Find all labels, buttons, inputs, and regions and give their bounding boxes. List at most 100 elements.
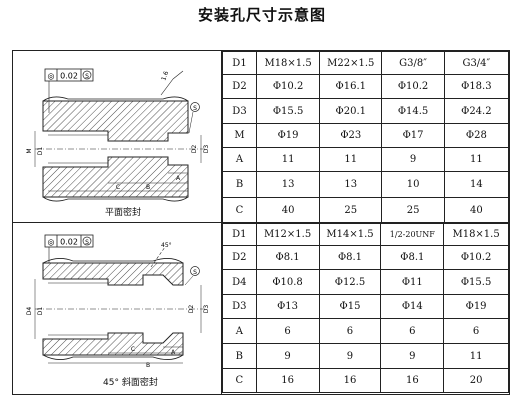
bevel-seal-caption: 45° 斜面密封 [103,378,158,388]
table-cell: Φ8.1 [318,245,382,270]
row-label: D1 [222,223,257,246]
row-label: M [222,123,257,148]
table-cell: Φ14.5 [381,98,445,124]
table-cell: Φ8.1 [380,245,445,270]
table-cell: Φ19 [443,294,509,319]
table-cell: 16 [318,368,382,393]
surface-mark-s: S [193,105,197,112]
table-cell: Φ13 [255,294,320,319]
table-cell: Φ19 [255,123,321,148]
tolerance-datum-2: S [85,239,89,246]
dim-d1: D1 [37,147,44,156]
table-cell: 9 [318,343,382,369]
table-cell: 16 [380,368,445,393]
dim-d4: D4 [26,307,33,316]
table-cell: Φ8.1 [255,245,320,270]
table-cell: 25 [319,197,383,223]
table-cell: Φ11 [380,269,445,295]
table-cell: 13 [255,171,321,198]
table-cell: 9 [380,343,445,369]
table-cell: Φ24.2 [443,98,510,124]
table-cell: 6 [443,318,509,344]
table-cell: 6 [318,318,382,344]
table-cell: 11 [255,147,321,172]
row-label: A [222,147,257,172]
table-cell: Φ17 [381,123,445,148]
table-cell: Φ10.2 [381,74,445,99]
table-cell: 10 [381,171,445,198]
table-cell: G3/4″ [443,51,510,75]
table-cell: Φ10.2 [443,245,509,270]
tolerance-value-2: 0.02 [60,238,78,247]
table-cell: Φ23 [319,123,383,148]
tolerance-datum: S [85,73,89,80]
table-cell: M18×1.5 [443,223,509,246]
table-cell: Φ15 [318,294,382,319]
row-label: B [222,171,257,198]
dim-b: B [146,184,150,191]
dim-d3: D3 [203,145,210,154]
dim-d1-2: D1 [37,307,44,316]
upper-body-section-2 [42,262,184,286]
table-cell: 25 [381,197,445,223]
table-cell: Φ28 [443,123,510,148]
table-cell: 14 [443,171,510,198]
table-cell: 20 [443,368,509,393]
dim-a: A [176,175,181,182]
table-cell: Φ14 [380,294,445,319]
dim-b-2: B [146,362,150,369]
tolerance-frame-2: ◎ 0.02 S [44,234,94,263]
dim-d2-2: D2 [188,305,195,314]
flat-seal-caption: 平面密封 [105,208,142,218]
row-label: D1 [222,51,257,75]
table-cell: 6 [255,318,320,344]
flat-seal-diagram: ◎ 0.02 S M D1 D2 D3 [26,68,210,202]
angle-label: 45° [161,242,172,249]
tolerance-value: 0.02 [60,72,78,81]
table-cell: Φ16.1 [319,74,383,99]
flat-seal-drawing: ◎ 0.02 S M D1 D2 D3 [13,51,222,223]
table-cell: 1/2-20UNF [380,223,445,246]
tolerance-frame: ◎ 0.02 S [44,68,94,113]
table-cell: M18×1.5 [255,51,321,75]
dim-d3-2: D3 [203,305,210,314]
lower-body-section [42,156,189,198]
table-cell: 40 [255,197,321,223]
table-cell: 9 [381,147,445,172]
roughness-value: 1.6 [160,70,170,82]
row-label: D2 [222,74,257,99]
dim-a-2: A [171,349,176,356]
table-cell: 6 [380,318,445,344]
table-cell: Φ10.2 [255,74,321,99]
table-cell: Φ20.1 [319,98,383,124]
drawing-frame: ◎ 0.02 S M D1 D2 D3 [12,50,510,395]
table-cell: Φ10.8 [255,269,320,295]
concentricity-symbol: ◎ [48,72,55,81]
table-cell: Φ18.3 [443,74,510,99]
table-cell: Φ15.5 [443,269,509,295]
row-label: B [222,343,257,369]
surface-mark-s-2: S [193,269,197,276]
row-label: D3 [222,294,257,319]
table-cell: 13 [319,171,383,198]
table-cell: Φ15.5 [255,98,321,124]
bevel-seal-diagram: ◎ 0.02 S D4 D1 D2 D3 45° S [26,234,210,369]
table-cell: M22×1.5 [319,51,383,75]
table-cell: 11 [443,343,509,369]
table-cell: 40 [443,197,510,223]
dim-d2: D2 [191,145,198,154]
